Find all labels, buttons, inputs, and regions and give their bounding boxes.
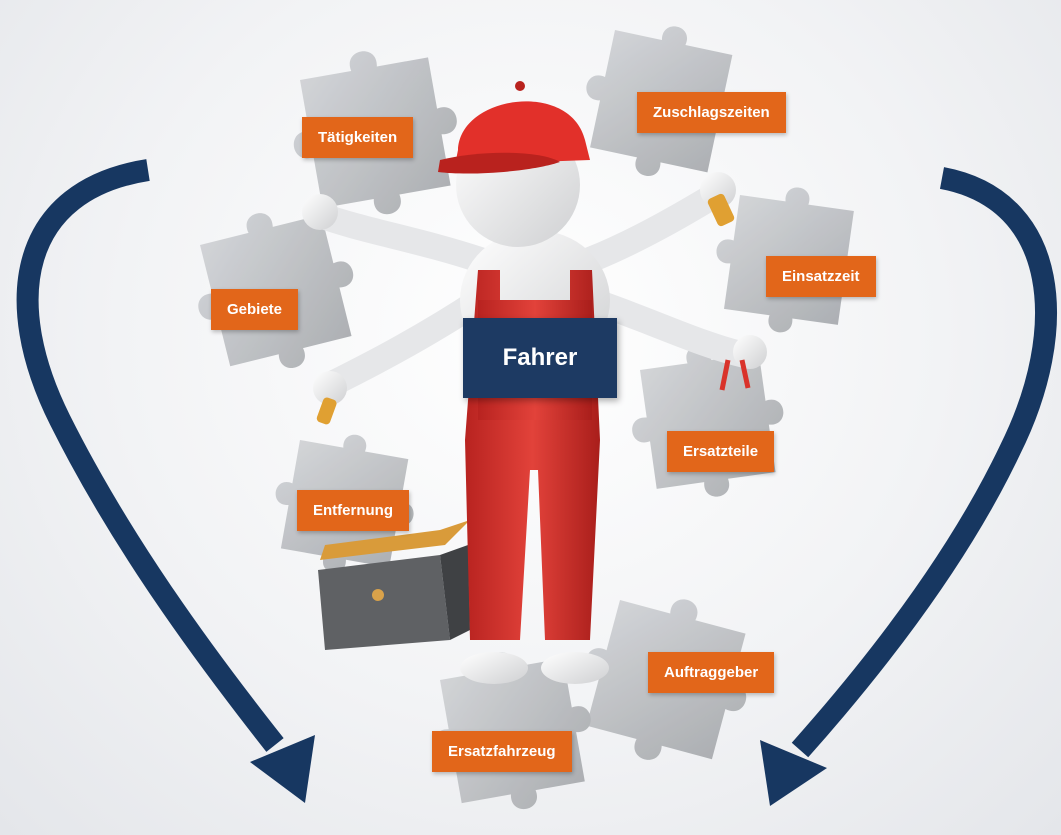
- label-einsatzzeit: Einsatzzeit: [766, 256, 876, 297]
- label-ersatzfahrzeug: Ersatzfahrzeug: [432, 731, 572, 772]
- label-auftraggeber: Auftraggeber: [648, 652, 775, 693]
- label-entfernung: Entfernung: [297, 490, 409, 531]
- arrowhead-right: [760, 740, 827, 806]
- label-gebiete: Gebiete: [211, 289, 299, 330]
- toolbox-icon: [318, 520, 470, 650]
- label-taetigkeiten: Tätigkeiten: [302, 117, 414, 158]
- label-zuschlagszeiten: Zuschlagszeiten: [637, 92, 786, 133]
- arrowhead-left: [250, 735, 315, 803]
- curved-arrow-icon: [16, 159, 1057, 758]
- center-label-fahrer: Fahrer: [463, 318, 617, 398]
- label-ersatzteile: Ersatzteile: [667, 431, 775, 472]
